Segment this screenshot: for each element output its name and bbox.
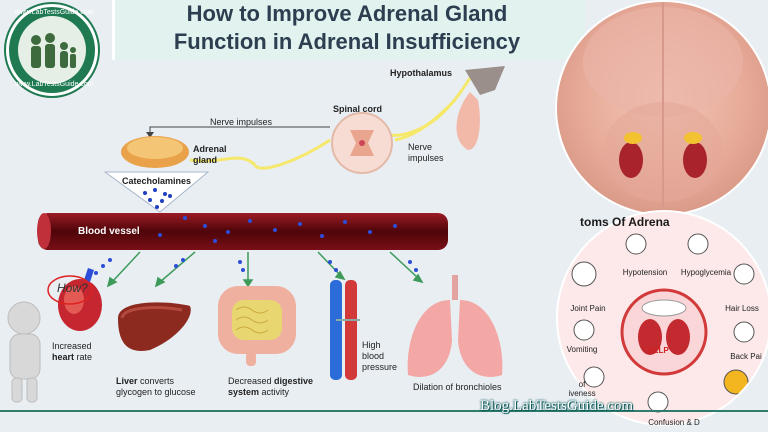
liver-label: Liver converts glycogen to glucose: [116, 376, 196, 397]
symptoms-title: toms Of Adrena: [580, 215, 670, 229]
digestive-label: Decreased digestive system activity: [228, 376, 314, 397]
nerve-path-adrenal: [189, 138, 331, 170]
page-title: How to Improve Adrenal Gland Function in…: [173, 1, 521, 54]
logo-family-icon: [18, 16, 86, 84]
symptoms-panel: [556, 210, 768, 426]
heart-rate-label: Increased heart rate: [52, 341, 93, 362]
symptom-hair-loss: Hair Loss: [725, 304, 759, 313]
hypothalamus-label: Hypothalamus: [390, 68, 453, 78]
nerve-impulses-top-label: Nerve impulses: [210, 117, 273, 127]
footer-watermark[interactable]: Blog.LabTestsGuide.com: [480, 398, 634, 414]
liver-icon: [118, 302, 191, 351]
spinal-cord-label: Spinal cord: [333, 104, 383, 114]
kidney-icon: [619, 132, 707, 178]
catecholamines-label: Catecholamines: [122, 176, 192, 186]
torso-image: [555, 0, 768, 216]
nerve-impulses-right-label: Nerve impulses: [408, 142, 444, 163]
blood-pressure-label: High blood pressure: [362, 340, 398, 372]
vessel-dots: [158, 216, 397, 243]
heart-icon: [47, 268, 102, 331]
symptom-help-sign: HELP: [647, 346, 669, 355]
catecholamines-funnel: [103, 171, 210, 213]
logo-text-bottom: www.LabTestsGuide.com: [15, 81, 94, 88]
pituitary-shape: [456, 92, 480, 150]
symptom-hypotension: Hypotension: [622, 268, 668, 277]
site-logo[interactable]: www.LabTestsGuide.com www.LabTestsGuide.…: [6, 4, 98, 96]
nerve-impulse-arrow: [149, 126, 330, 135]
bronchioles-label: Dilation of bronchioles: [413, 382, 502, 392]
footer-divider: [0, 410, 768, 412]
symptom-back-pain: Back Pai: [730, 352, 762, 361]
symptom-hypoglycemia: Hypoglycemia: [680, 268, 732, 277]
how-label: How?: [57, 281, 88, 295]
symptom-vomiting: Vomiting: [566, 345, 598, 354]
symptom-weakness: of iveness: [568, 380, 596, 398]
blood-vessel-label: Blood vessel: [78, 226, 140, 237]
thinking-person-icon: [7, 301, 41, 403]
lungs-icon: [407, 275, 503, 377]
blood-pressure-icon: [330, 280, 360, 380]
symptom-joint-pain: Joint Pain: [570, 304, 606, 313]
nerve-path-right: [394, 98, 457, 142]
adrenal-gland-label: Adrenal gland: [193, 144, 227, 165]
symptom-confusion: Confusion & D: [648, 418, 700, 427]
logo-text-top: www.LabTestsGuide.com: [15, 9, 94, 16]
hypothalamus-shape: [465, 66, 505, 95]
title-background: [112, 0, 585, 60]
digestive-system-icon: [218, 286, 296, 366]
